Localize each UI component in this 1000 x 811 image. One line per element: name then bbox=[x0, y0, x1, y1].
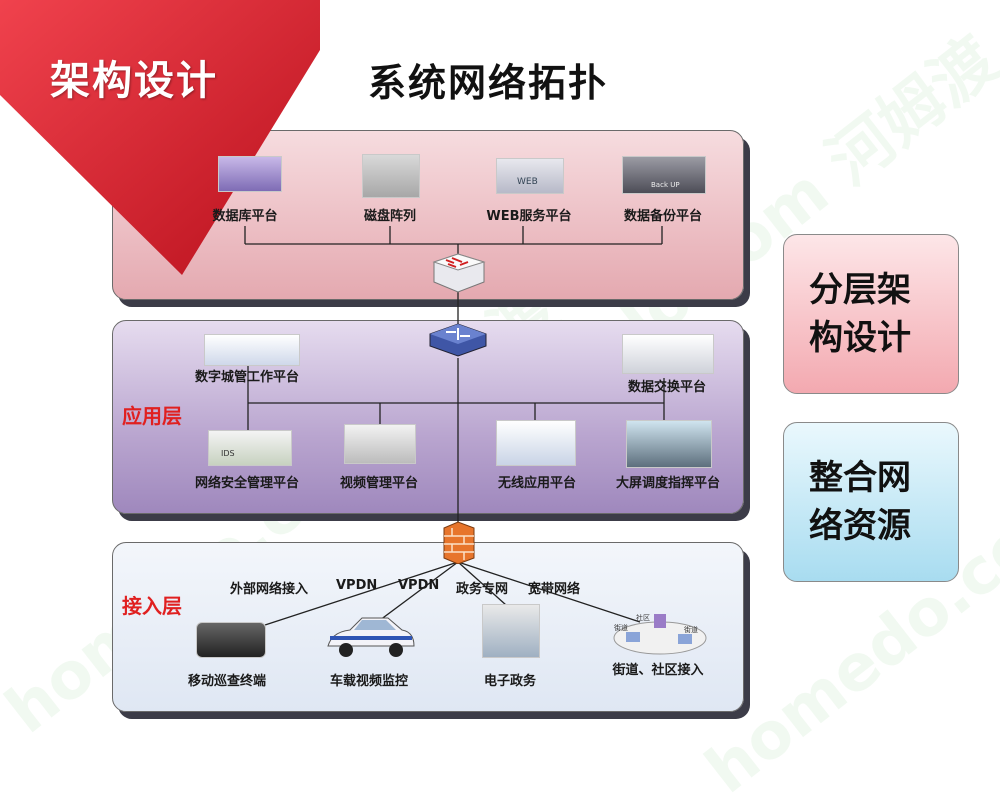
disk-array-label: 磁盘阵列 bbox=[363, 209, 416, 224]
vpdn-label-1: VPDN bbox=[336, 578, 378, 593]
layered-architecture-box: 分层架构设计 bbox=[783, 234, 959, 394]
web-service-platform-label: WEB服务平台 bbox=[486, 209, 572, 224]
svg-text:社区: 社区 bbox=[636, 613, 650, 622]
core-switch-icon bbox=[432, 253, 486, 293]
data-exchange-image bbox=[622, 334, 714, 374]
data-exchange-platform-label: 数据交换平台 bbox=[627, 380, 706, 395]
web-server-image: WEB bbox=[496, 158, 564, 194]
backup-device-image: Back UP bbox=[622, 156, 706, 194]
integrate-resources-text: 整合网络资源 bbox=[809, 458, 911, 546]
network-lines bbox=[244, 226, 665, 626]
e-government-label: 电子政务 bbox=[483, 674, 536, 689]
external-network-access-label: 外部网络接入 bbox=[230, 582, 309, 597]
video-management-image bbox=[344, 424, 416, 464]
firewall-icon bbox=[443, 521, 475, 564]
mobile-terminal-image bbox=[196, 622, 266, 658]
city-management-image bbox=[204, 334, 300, 366]
disk-array-image bbox=[362, 154, 420, 198]
corner-banner bbox=[0, 0, 320, 275]
access-layer-label: 接入层 bbox=[122, 594, 182, 618]
database-server-image bbox=[218, 156, 282, 192]
command-center-image bbox=[626, 420, 712, 468]
community-network-icon: 社区 街道 街道 bbox=[613, 613, 707, 655]
government-network-label: 政务专网 bbox=[456, 582, 509, 597]
page-title: 系统网络拓扑 bbox=[368, 61, 609, 105]
big-screen-command-platform-label: 大屏调度指挥平台 bbox=[615, 476, 720, 491]
broadband-network-label: 宽带网络 bbox=[528, 582, 581, 597]
mobile-patrol-terminal-label: 移动巡查终端 bbox=[187, 674, 266, 689]
network-security-image: IDS bbox=[208, 430, 292, 466]
network-security-platform-label: 网络安全管理平台 bbox=[194, 476, 299, 491]
wireless-application-image bbox=[496, 420, 576, 466]
wireless-application-platform-label: 无线应用平台 bbox=[497, 476, 576, 491]
e-government-image bbox=[482, 604, 540, 658]
city-management-platform-label: 数字城管工作平台 bbox=[194, 370, 299, 385]
data-backup-platform-label: 数据备份平台 bbox=[623, 209, 702, 224]
layered-architecture-text: 分层架构设计 bbox=[809, 270, 911, 358]
router-icon bbox=[429, 323, 487, 357]
police-car-icon bbox=[327, 617, 415, 657]
vpdn-label-2: VPDN bbox=[398, 578, 440, 593]
integrate-resources-box: 整合网络资源 bbox=[783, 422, 959, 582]
video-management-platform-label: 视频管理平台 bbox=[339, 476, 418, 491]
application-layer-label: 应用层 bbox=[122, 404, 182, 428]
corner-badge-title: 架构设计 bbox=[50, 58, 218, 104]
vehicle-video-monitoring-label: 车载视频监控 bbox=[329, 674, 408, 689]
street-community-access-label: 街道、社区接入 bbox=[612, 663, 704, 678]
svg-text:街道: 街道 bbox=[684, 625, 698, 634]
database-platform-label: 数据库平台 bbox=[212, 209, 278, 224]
svg-text:街道: 街道 bbox=[614, 623, 628, 632]
